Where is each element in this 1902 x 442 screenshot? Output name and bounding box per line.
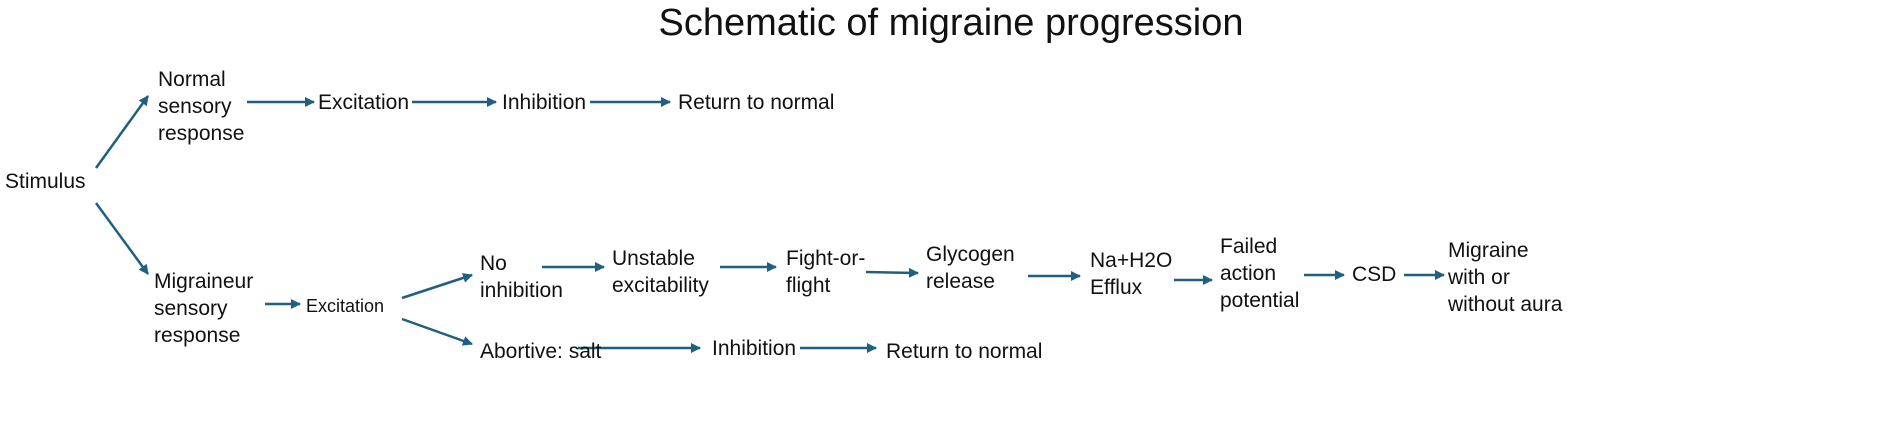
- diagram-title: Schematic of migraine progression: [658, 2, 1244, 44]
- node-normal-sensory-response: Normal sensory response: [158, 68, 245, 145]
- node-na-h2o-efflux: Na+H2O Efflux: [1090, 249, 1173, 299]
- arrow-excitation-to-no-inhibition: [401, 273, 473, 300]
- node-normal-inhibition: Inhibition: [502, 91, 587, 114]
- node-migraineur-excitation: Excitation: [306, 296, 385, 316]
- node-stimulus: Stimulus: [5, 170, 86, 193]
- node-glycogen-release: Glycogen release: [926, 243, 1015, 293]
- node-migraine-with-or-without-aura: Migraine with or without aura: [1448, 239, 1563, 316]
- node-fight-or-flight: Fight-or- flight: [786, 247, 866, 297]
- arrow-fight-to-glycogen: [865, 267, 919, 278]
- node-migraineur-sensory-response: Migraineur sensory response: [154, 270, 254, 347]
- arrow-stimulus-to-normal: [94, 95, 150, 169]
- node-abortive-salt: Abortive: salt: [480, 340, 602, 363]
- node-abortive-return-to-normal: Return to normal: [886, 340, 1043, 363]
- node-abortive-inhibition: Inhibition: [712, 337, 797, 360]
- node-failed-action-potential: Failed action potential: [1220, 235, 1300, 312]
- node-normal-return-to-normal: Return to normal: [678, 91, 835, 114]
- node-csd: CSD: [1352, 263, 1397, 286]
- node-normal-excitation: Excitation: [318, 91, 410, 114]
- arrow-stimulus-to-migraineur: [94, 202, 150, 275]
- node-no-inhibition: No inhibition: [480, 252, 563, 302]
- node-unstable-excitability: Unstable excitability: [612, 247, 709, 297]
- arrow-excitation-to-abortive: [401, 317, 473, 346]
